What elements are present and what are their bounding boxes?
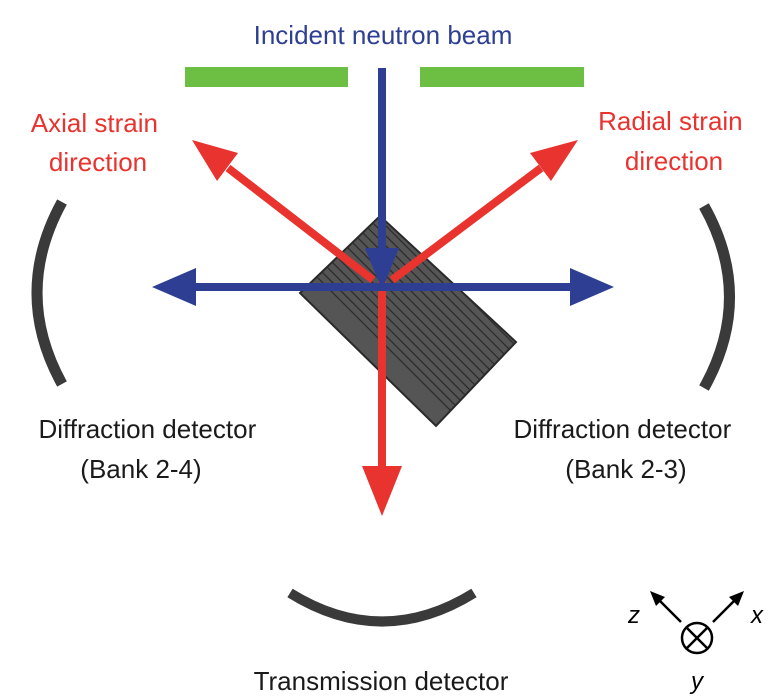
transmission-detector — [287, 588, 477, 627]
axial-strain-arrow — [192, 140, 376, 284]
radial-strain-line2: direction — [625, 146, 723, 176]
slit-right — [420, 67, 584, 87]
transmitted-beam-arrow — [362, 280, 402, 516]
axis-y-label: y — [689, 668, 705, 695]
right-detector-line2: (Bank 2-3) — [565, 454, 686, 484]
incident-beam-label: Incident neutron beam — [254, 20, 513, 50]
into-page-icon — [680, 621, 714, 655]
sample — [298, 214, 518, 428]
left-detector-line1: Diffraction detector — [39, 414, 257, 444]
axis-x-label: x — [750, 602, 764, 629]
axial-strain-label: Axial strain direction — [31, 108, 165, 177]
right-detector-line1: Diffraction detector — [514, 414, 732, 444]
slit-left — [185, 67, 348, 87]
axial-strain-line1: Axial strain — [31, 108, 158, 138]
radial-strain-line1: Radial strain — [598, 106, 743, 136]
axial-strain-line2: direction — [49, 147, 147, 177]
radial-strain-label: Radial strain direction — [598, 106, 750, 176]
right-detector-label: Diffraction detector (Bank 2-3) — [514, 414, 739, 484]
right-diffraction-detector — [699, 203, 735, 391]
left-detector-line2: (Bank 2-4) — [80, 454, 201, 484]
transmission-detector-label: Transmission detector — [254, 666, 509, 696]
left-detector-label: Diffraction detector (Bank 2-4) — [39, 414, 264, 484]
left-diffraction-detector — [31, 199, 67, 387]
incident-beam-arrow — [365, 68, 399, 290]
coordinate-axes: z x y — [627, 591, 764, 695]
axis-z-label: z — [627, 602, 640, 629]
radial-strain-arrow — [389, 140, 578, 284]
horizontal-diffraction-arrow — [152, 268, 614, 306]
